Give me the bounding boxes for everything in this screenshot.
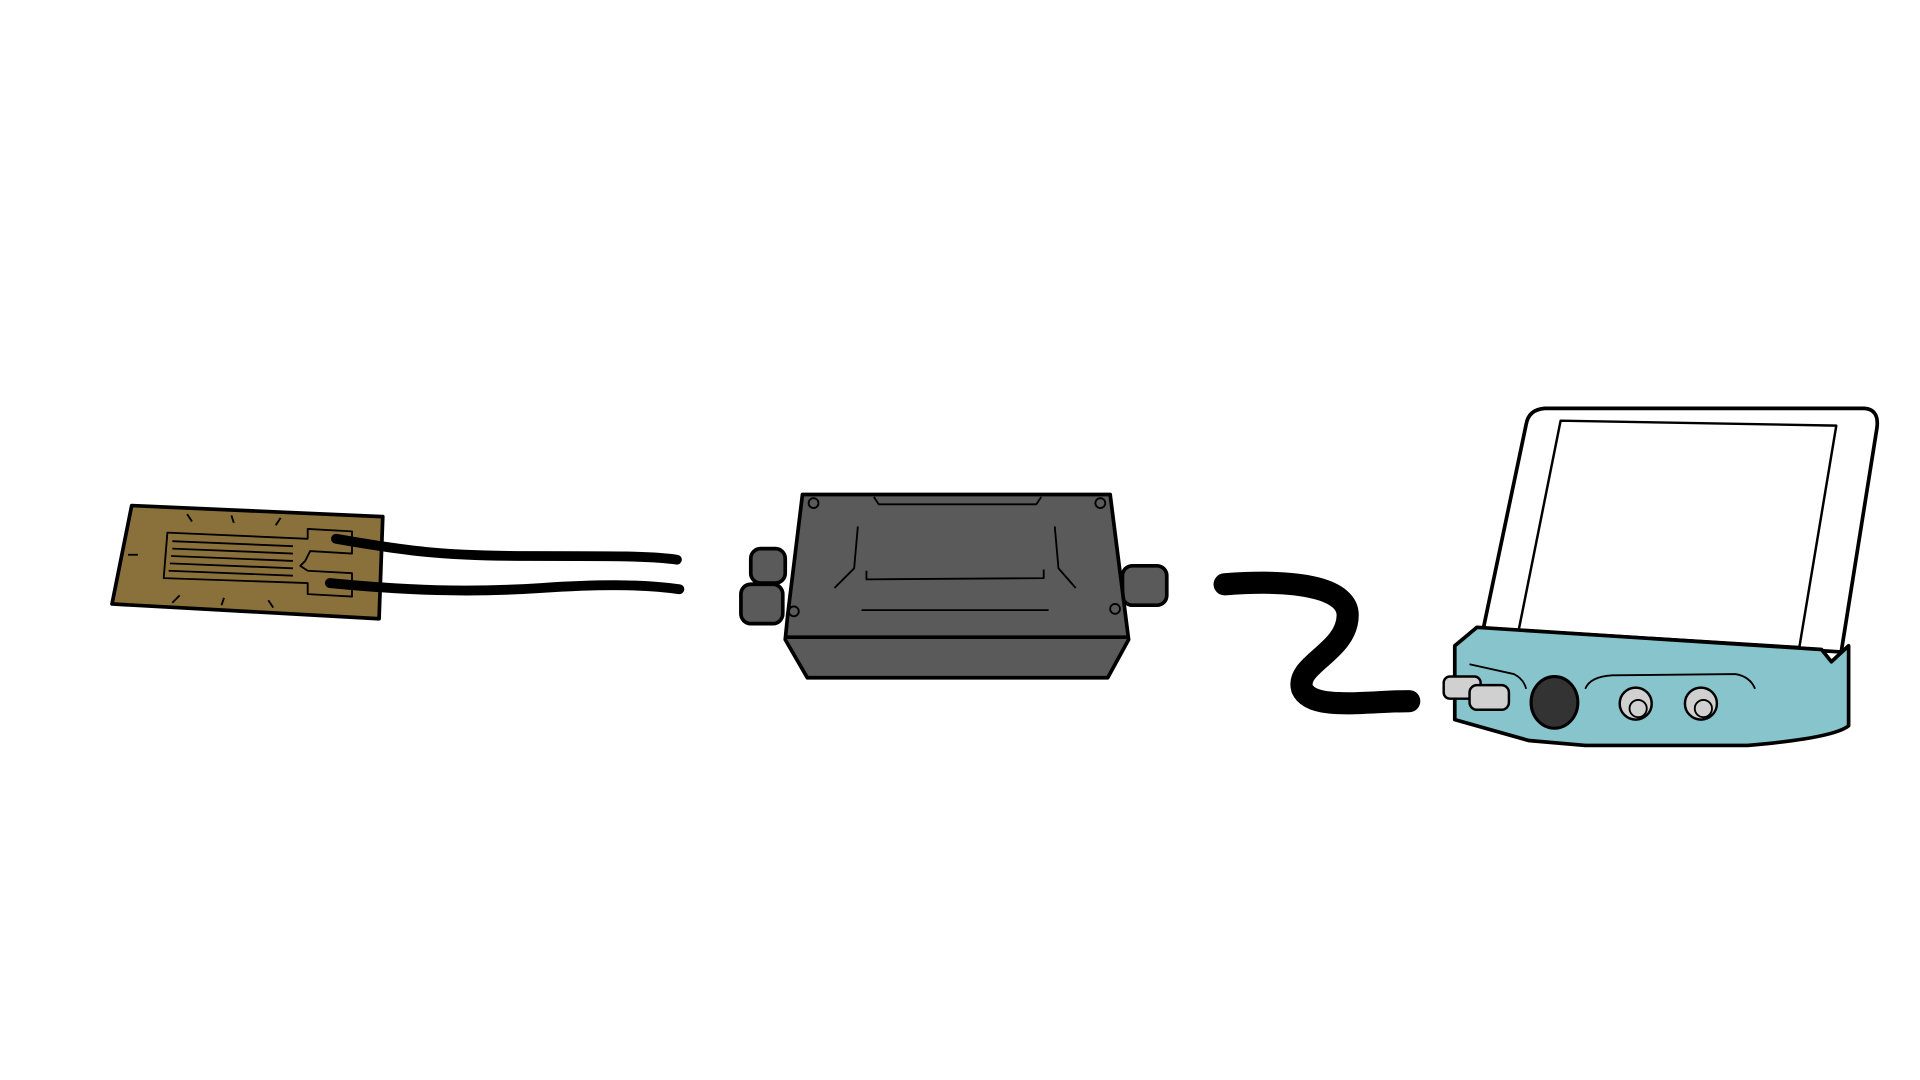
junction-box-icon (739, 492, 1169, 680)
signal-cable (1213, 571, 1421, 715)
data-logger-icon (1442, 406, 1880, 748)
gauge-lead-wires (324, 533, 685, 596)
strain-gauge-icon (110, 503, 385, 621)
